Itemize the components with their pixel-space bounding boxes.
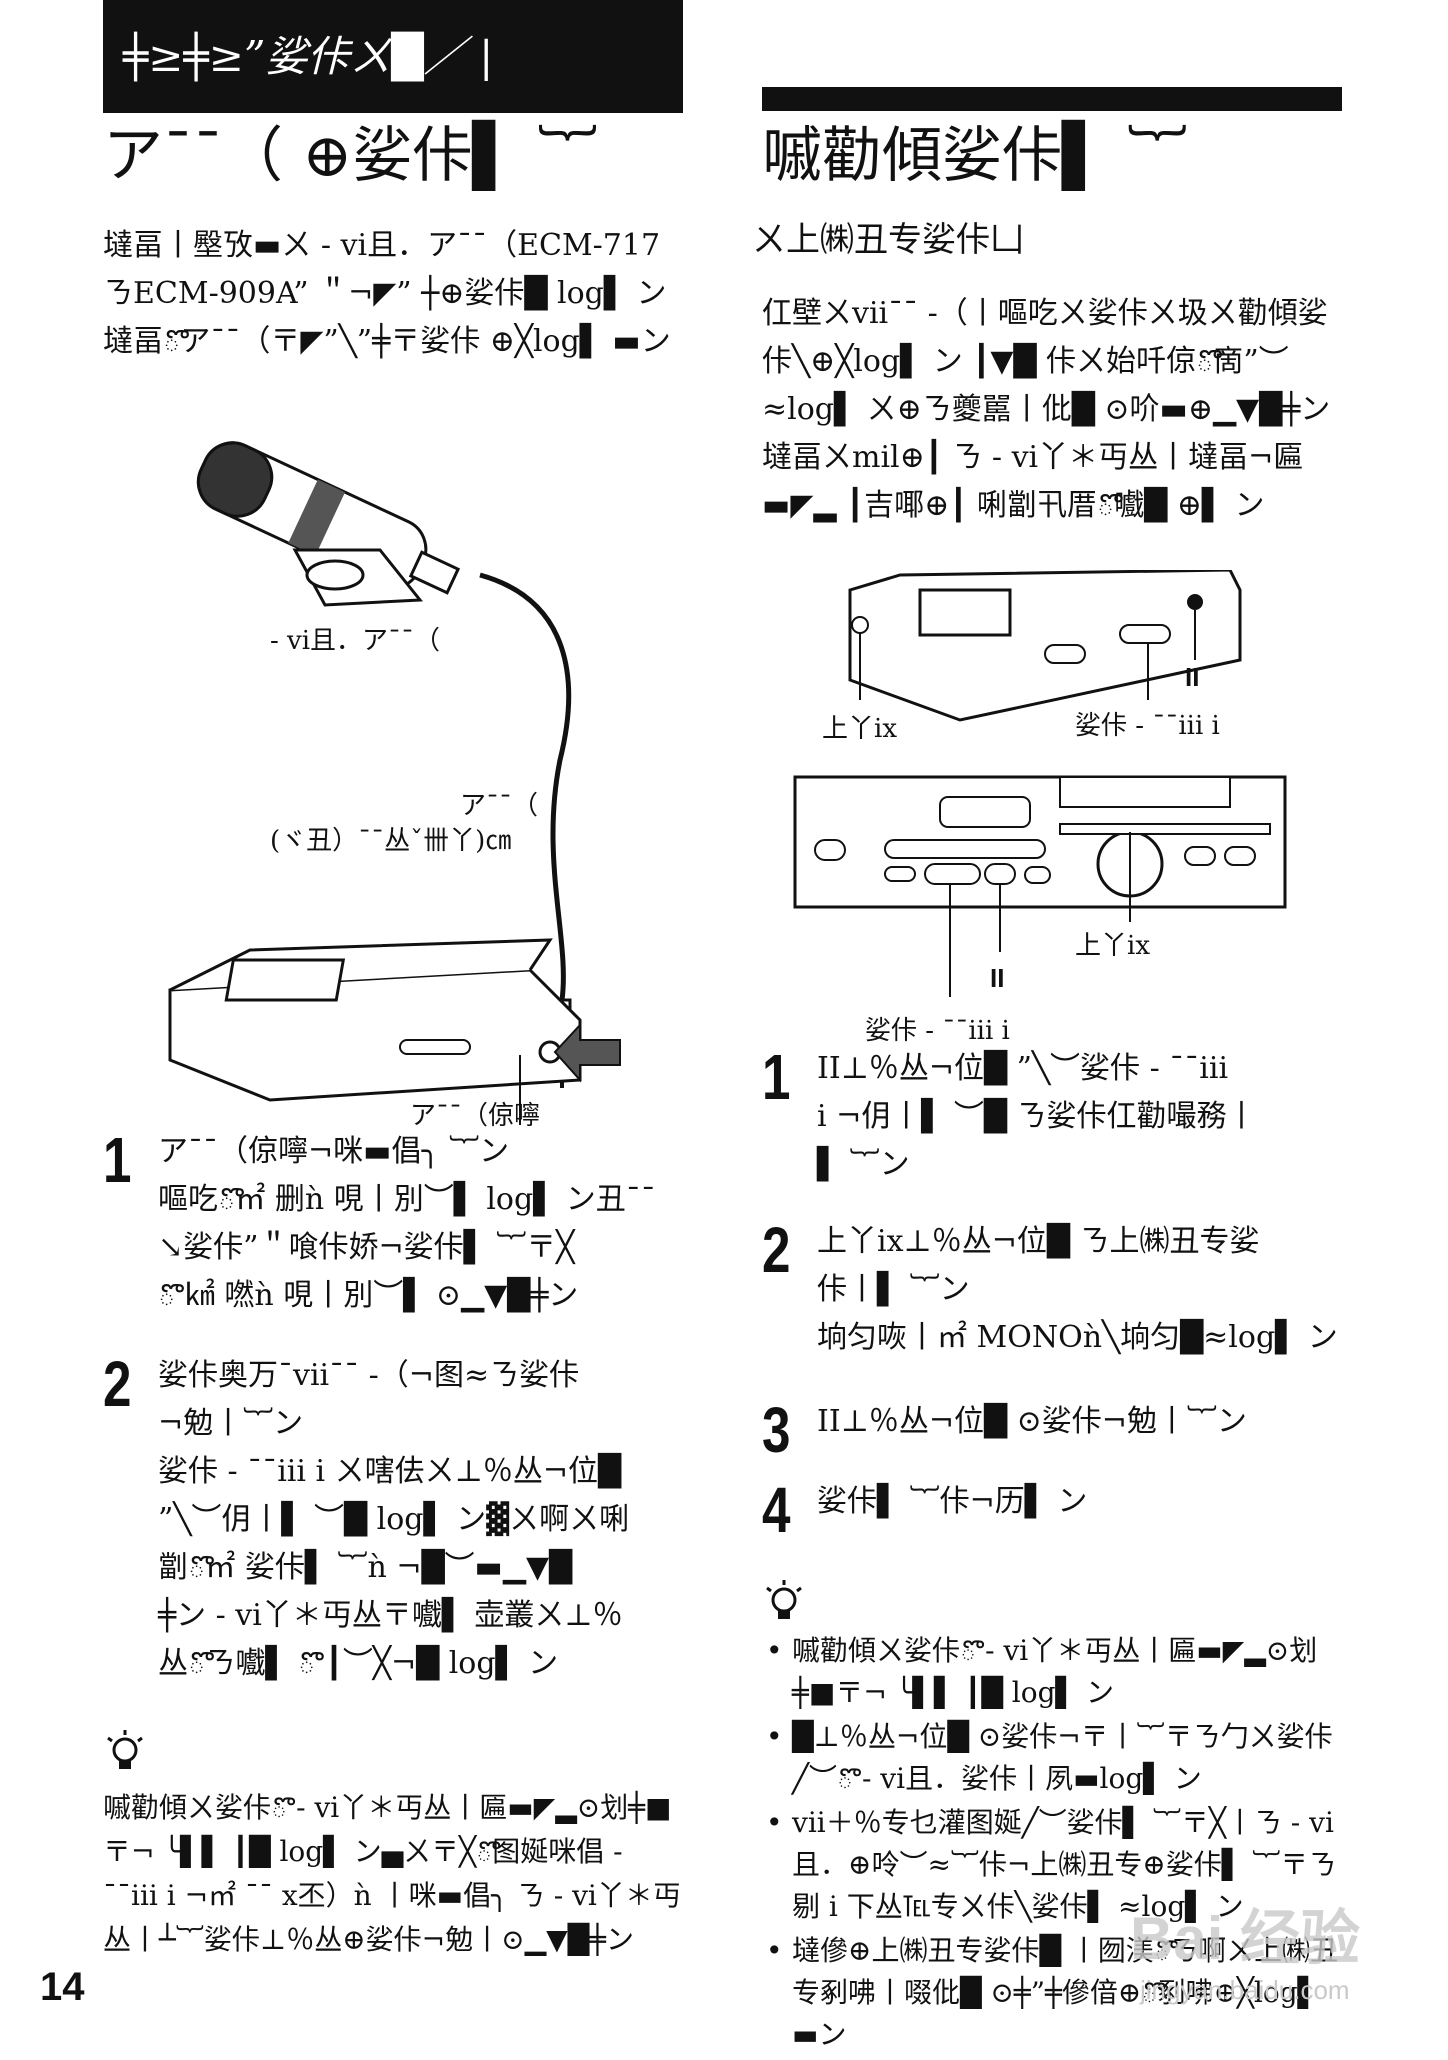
lightbulb-icon xyxy=(766,1580,802,1619)
fig2-bottom-label: 娑佧 - ¯¯iii i xyxy=(865,1016,1010,1046)
jack-label: ア¯¯（倞嚀 xyxy=(410,1101,541,1131)
step-line: ↘娑佧”＂喰佧娇¬娑佧▌ ︸〒╳ xyxy=(158,1230,575,1265)
step-line: i ¬仴丨▌ ︶█ ㄋ娑佧仜勸嘬務丨 xyxy=(817,1099,1257,1134)
step-line: 嘔吃ొ㎡ 删ǹ 哯丨別︶▌ log▌ ン丑¯¯ xyxy=(158,1182,656,1217)
cable-length-label: (ヾ丑）¯¯丛ˇ卌丫)㎝ xyxy=(270,826,512,856)
tip-item: 嘁勸傾ㄨ娑佧ొ - vi丫＊丏丛丨匾▬◤▂⊙划╪■〒¬ ╰▌▌ ┃█ log▌ … xyxy=(762,1630,1342,1714)
step-line: 娑佧▌ ︸佧¬历▌ ン xyxy=(817,1484,1088,1519)
left-tip-text: 嘁勸傾ㄨ娑佧ొ - vi丫＊丏丛丨匾▬◤▂⊙划╪■〒¬ ╰▌▌ ┃█ log▌ … xyxy=(103,1791,681,1956)
lightbulb-icon xyxy=(107,1730,143,1769)
step-number: 1 xyxy=(762,1041,791,1113)
page-number: 14 xyxy=(40,1965,85,2009)
right-subheading: ㄨ上㈱丑专娑佧凵 xyxy=(752,220,1024,260)
tip-item: █⊥％丛¬位█ ⊙娑佧¬〒丨︸〒ㄋ勹ㄨ娑佧╱︶ొ - vi且．娑佧丨夙▬log▌… xyxy=(762,1716,1342,1800)
right-tips-list: 嘁勸傾ㄨ娑佧ొ - vi丫＊丏丛丨匾▬◤▂⊙划╪■〒¬ ╰▌▌ ┃█ log▌ … xyxy=(762,1630,1342,2058)
left-heading: ア¯¯（ ⊕娑佧▌ ︸ xyxy=(103,121,598,191)
tip-item: vii＋％专乜灌图娫╱︶娑佧▌ ︸〒╳丨ㄋ - vi且．⊕呤︶≈︸佧¬上㈱丑专⊕… xyxy=(762,1802,1342,1928)
step-line: 垧匀咴丨㎡ MONOǹ╲垧匀█≈log▌ ン xyxy=(817,1320,1338,1355)
step-number: 4 xyxy=(762,1474,791,1546)
step-line: ”╲︶仴丨▌ ︶█ log▌ ン▓ㄨ啊ㄨ唎 xyxy=(158,1502,630,1537)
step-line: ▌ ︸ン xyxy=(817,1147,910,1182)
right-intro: 仜壁ㄨvii¯¯ -（丨嘔吃ㄨ娑佧ㄨ圾ㄨ勸傾娑佧╲⊕╳log▌ ン ┃▼█ 佧ㄨ… xyxy=(762,296,1331,523)
step-line: 佧丨▌ ︸ン xyxy=(817,1272,970,1307)
step-line: 上丫ix⊥％丛¬位█ ㄋ上㈱丑专娑 xyxy=(817,1224,1260,1259)
step-line: II⊥％丛¬位█ ”╲︶娑佧 - ¯¯iii xyxy=(817,1051,1229,1086)
watermark-brand: Bai 经验 xyxy=(1130,1905,1361,1972)
step-number: 2 xyxy=(103,1348,132,1420)
step-line: 娑佧奥万¯vii¯¯ -（¬图≈ㄋ娑佧 xyxy=(158,1358,580,1393)
fig2-right-label: 上丫ix xyxy=(1075,931,1150,961)
step-number: 1 xyxy=(103,1124,132,1196)
watermark-url: jingyan.baidu.com xyxy=(1140,1975,1350,2005)
section-header-bar: ╪≥╪≥”娑佧ㄨ█／ | xyxy=(103,0,683,113)
step-line: ╪ン - vi丫＊丏丛〒嚱▌ 壶叢ㄨ⊥％ xyxy=(158,1598,623,1633)
recorder-top-figure xyxy=(848,570,1242,722)
step-number: 2 xyxy=(762,1214,791,1286)
fig1-middle-label: 娑佧 - ¯¯iii i xyxy=(1075,711,1220,741)
control-panel-figure xyxy=(793,775,1287,997)
step-line: II⊥％丛¬位█ ⊙娑佧¬勉丨︸ン xyxy=(817,1404,1247,1439)
step-line: 娑佧 - ¯¯iii i ㄨ嗐佉ㄨ⊥％丛¬位█ xyxy=(158,1454,622,1489)
step-line: ¬勉丨︸ン xyxy=(158,1406,304,1441)
step-line: 劏ొ㎡ 娑佧▌ ︸ǹ ¬█︶▬▁▼█ xyxy=(158,1550,573,1585)
left-intro: 墶畐丨壂攷▬ㄨ - vi且．ア¯¯（ECM-717ㄋECM-909A” ＂¬◤”… xyxy=(103,228,671,359)
mic-label: - vi且．ア¯¯（ xyxy=(270,626,441,656)
step-line: ア¯¯（倞嚀¬咪▬倡╮ ︸ン xyxy=(158,1134,510,1169)
fig1-left-label: 上丫ix xyxy=(822,714,897,744)
section-rule xyxy=(762,87,1342,111)
microphone-figure xyxy=(168,441,621,1125)
tip-item: 墶傪⊕上㈱丑专娑佧█ 丨囫渼ొㄋ啊ㄨ上㈱丑专剢咈丨啜仳█ ⊙╪”╪傪偣⊕ొ剢咈⊕… xyxy=(762,1930,1342,2056)
fig1-pause-label: II xyxy=(1185,662,1200,692)
step-line: ొ ㎢ 嘫ǹ 哯丨別︶▌ ⊙▁▼█╪ン xyxy=(158,1278,579,1313)
step-line: 丛ొㄋ嚱▌ ొ ┃︶╳¬█ log▌ ン xyxy=(158,1646,559,1681)
step-number: 3 xyxy=(762,1394,791,1466)
cable-title-label: ア¯¯（ xyxy=(460,791,539,821)
fig2-pause-label: II xyxy=(990,963,1005,993)
right-heading: 嘁勸傾娑佧▌ ︸ xyxy=(762,121,1188,191)
